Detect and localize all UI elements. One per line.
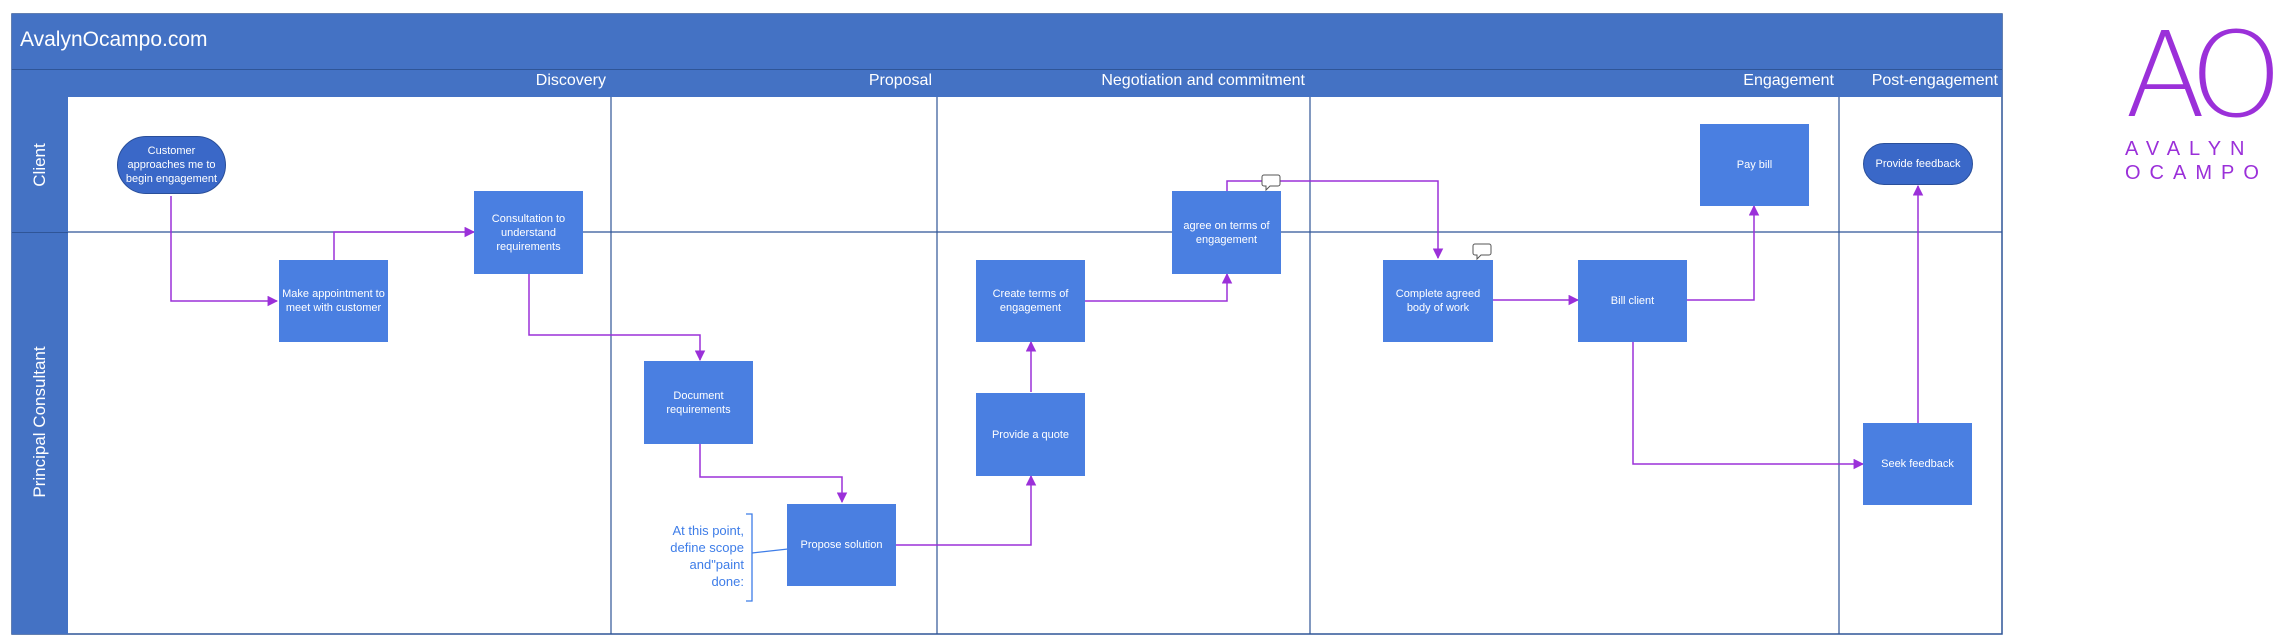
diagram-title: AvalynOcampo.com	[20, 28, 208, 51]
title-bar	[12, 14, 2002, 69]
phase-label-negotiation: Negotiation and commitment	[1101, 72, 1305, 89]
connector-propose-to-quote	[896, 474, 1037, 546]
speech-bubble-icon	[1472, 243, 1492, 261]
step-seek-feedback: Seek feedback	[1863, 423, 1972, 505]
scope-annotation: At this point, define scope and"paint do…	[670, 523, 744, 589]
connector-agree-to-complete	[1226, 180, 1444, 260]
speech-bubble-icon	[1261, 174, 1281, 192]
logo-wordmark-line2: OCAMPO	[2125, 162, 2268, 184]
logo-monogram: AO	[2125, 6, 2273, 144]
connector-create-to-agree	[1085, 272, 1233, 302]
step-document-requirements: Document requirements	[644, 361, 753, 444]
step-complete-work: Complete agreed body of work	[1383, 260, 1493, 342]
connector-document-to-propose	[699, 444, 848, 504]
phase-label-engagement: Engagement	[1743, 72, 1834, 89]
phase-label-discovery: Discovery	[535, 72, 606, 89]
annotation-leader	[751, 548, 789, 554]
step-create-terms: Create terms of engagement	[976, 260, 1085, 342]
step-propose-solution: Propose solution	[787, 504, 896, 586]
phase-label-post-engagement: Post-engagement	[1871, 72, 1998, 89]
connector-appointment-to-consultation	[333, 226, 476, 260]
connector-bill-to-pay	[1687, 204, 1760, 301]
step-pay-bill: Pay bill	[1700, 124, 1809, 206]
connector-bill-to-seek	[1632, 342, 1865, 470]
connector-consultation-to-document	[528, 274, 706, 362]
step-make-appointment: Make appointment to meet with customer	[279, 260, 388, 342]
lane-header-principal-consultant	[12, 232, 68, 634]
step-bill-client: Bill client	[1578, 260, 1687, 342]
step-provide-feedback: Provide feedback	[1863, 143, 1973, 185]
logo-wordmark-line1: AVALYN	[2125, 138, 2254, 160]
lane-header-client	[12, 97, 68, 232]
phase-header	[12, 69, 2002, 97]
lane-label-client: Client	[30, 143, 49, 187]
step-customer-approaches: Customer approaches me to begin engageme…	[117, 136, 226, 194]
step-provide-quote: Provide a quote	[976, 393, 1085, 476]
connector-approach-to-appointment	[170, 196, 279, 307]
annotation-bracket	[746, 513, 753, 602]
step-agree-terms: agree on terms of engagement	[1172, 191, 1281, 274]
phase-label-proposal: Proposal	[868, 72, 932, 89]
lane-label-principal-consultant: Principal Consultant	[30, 346, 49, 498]
step-consultation: Consultation to understand requirements	[474, 191, 583, 274]
